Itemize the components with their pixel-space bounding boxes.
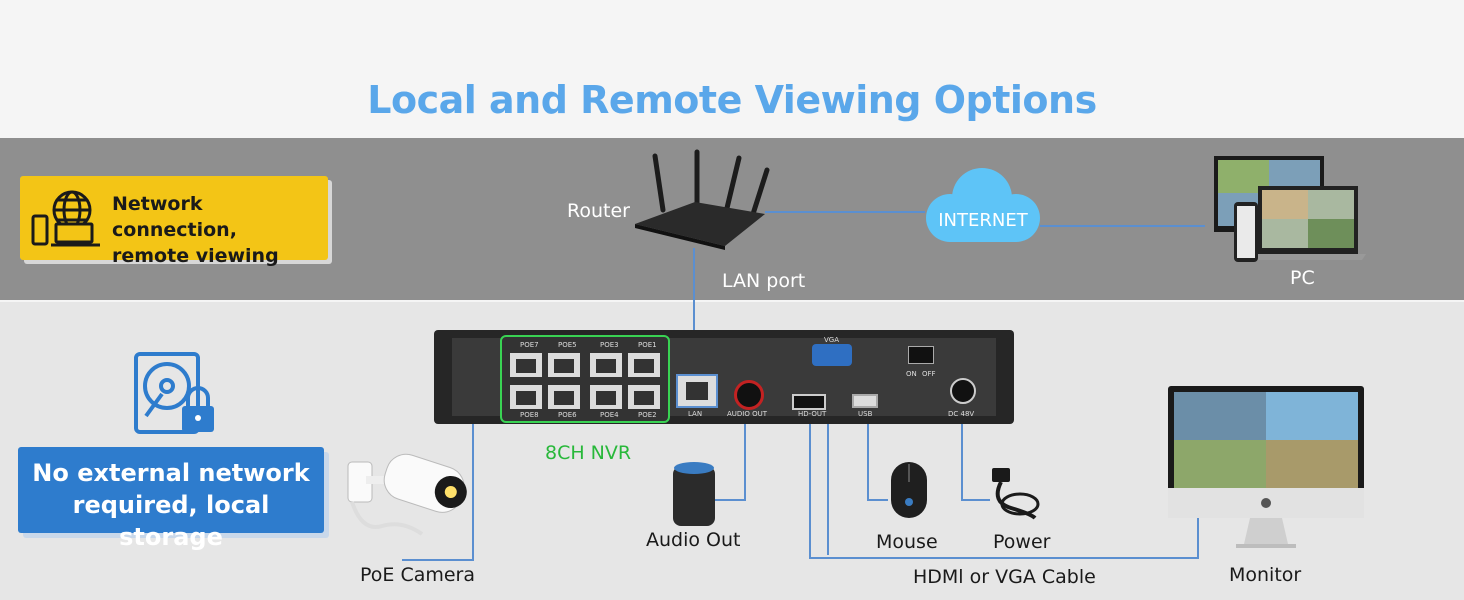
poe-camera-label: PoE Camera <box>360 564 476 586</box>
audio-jack <box>734 380 764 410</box>
power-label: Power <box>993 531 1051 553</box>
port-label-poe5: POE5 <box>558 341 577 349</box>
monitor-icon <box>1168 386 1364 548</box>
port-label-hd-out: HD-OUT <box>798 410 827 418</box>
port-label-poe8: POE8 <box>520 411 539 419</box>
router-icon <box>635 149 770 250</box>
remote-viewing-text: Network connection, remote viewing <box>112 191 328 269</box>
switch-label-off: OFF <box>922 370 936 378</box>
remote-viewing-card: Network connection, remote viewing <box>20 176 328 267</box>
port-label-poe2: POE2 <box>638 411 657 419</box>
switch-label-on: ON <box>906 370 917 378</box>
cable-label: HDMl or VGA Cable <box>913 566 1096 588</box>
poe-ports-group: POE7 POE5 POE3 POE1 POE8 POE6 POE4 POE2 <box>500 335 670 423</box>
usb-port <box>852 394 878 408</box>
router-label: Router <box>567 200 630 222</box>
dc-power-port <box>950 378 976 404</box>
poe-camera-icon <box>347 453 467 536</box>
local-storage-text: No external network required, local stor… <box>18 457 324 553</box>
port-label-audio-out: AUDIO OUT <box>727 410 768 418</box>
hdmi-port <box>792 394 826 410</box>
remote-viewing-line2: remote viewing <box>112 245 279 267</box>
pc-devices-icon <box>1214 156 1366 262</box>
power-adapter-icon <box>992 468 1040 520</box>
port-label-poe3: POE3 <box>600 341 619 349</box>
port-label-lan: LAN <box>688 410 703 418</box>
lan-port-label: LAN port <box>722 270 806 292</box>
remote-viewing-line1: Network connection, <box>112 193 237 241</box>
mouse-label: Mouse <box>876 531 938 553</box>
mouse-icon <box>891 462 927 518</box>
page-title: Local and Remote Viewing Options <box>367 78 1097 122</box>
local-storage-card: No external network required, local stor… <box>18 447 324 551</box>
port-label-dc: DC 48V <box>948 410 975 418</box>
local-storage-line2: required, local storage <box>72 491 270 551</box>
audio-out-label: Audio Out <box>646 529 741 551</box>
network-devices-icon <box>31 190 100 247</box>
port-label-poe1: POE1 <box>638 341 657 349</box>
speaker-icon <box>673 462 715 526</box>
vga-port <box>812 344 852 366</box>
nvr-label: 8CH NVR <box>545 442 632 464</box>
poe-ports <box>510 353 660 409</box>
port-label-usb: USB <box>858 410 873 418</box>
port-label-poe7: POE7 <box>520 341 539 349</box>
local-storage-line1: No external network <box>32 459 310 487</box>
pc-label: PC <box>1290 267 1315 289</box>
power-switch <box>908 346 934 364</box>
hard-drive-lock-icon <box>134 352 214 434</box>
monitor-label: Monitor <box>1229 564 1302 586</box>
lan-port <box>676 374 718 408</box>
port-label-poe6: POE6 <box>558 411 577 419</box>
cloud-icon <box>926 168 1040 242</box>
nvr-device: POE7 POE5 POE3 POE1 POE8 POE6 POE4 POE2 … <box>434 330 1014 424</box>
internet-label: INTERNET <box>938 210 1028 231</box>
port-label-poe4: POE4 <box>600 411 619 419</box>
port-label-vga: VGA <box>824 336 840 344</box>
